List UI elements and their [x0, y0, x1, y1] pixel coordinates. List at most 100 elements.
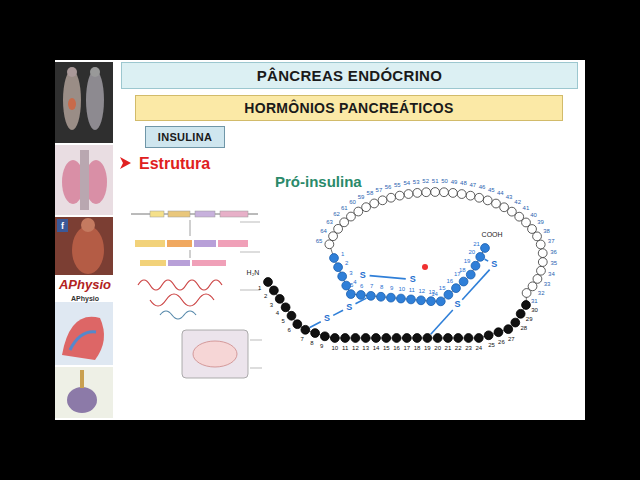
b-chain-residue	[402, 334, 411, 343]
residue-number: 1	[258, 285, 261, 291]
a-chain-residue	[342, 281, 351, 290]
side-images	[55, 62, 113, 418]
b-chain-residue	[351, 334, 360, 343]
residue-number: 15	[383, 345, 390, 351]
residue-number: 30	[531, 307, 538, 313]
residue-number: 52	[422, 178, 429, 184]
duct	[80, 370, 84, 388]
a-chain-residue	[407, 295, 416, 304]
residue-number: 62	[333, 211, 340, 217]
residue-number: 15	[439, 285, 446, 291]
disulfide-bond	[333, 310, 343, 315]
c-peptide-residue	[413, 188, 422, 197]
gland-image	[55, 367, 113, 418]
c-peptide-residue	[507, 207, 516, 216]
residue-number: 3	[270, 302, 273, 308]
residue-number: 4	[276, 310, 279, 316]
terminus-label: H₂N	[247, 269, 260, 276]
residue-number: 54	[403, 180, 410, 186]
residue-number: 55	[394, 182, 401, 188]
c-peptide-residue	[533, 275, 542, 284]
b-chain-residue	[330, 334, 339, 343]
b-chain-residue	[287, 311, 296, 320]
a-chain-residue	[476, 252, 485, 261]
c-peptide-residue	[440, 188, 449, 197]
residue-number: 37	[548, 238, 555, 244]
residue-number: 33	[544, 281, 551, 287]
residue-number: 53	[413, 179, 420, 185]
residue-number: 4	[353, 279, 356, 285]
body-figure	[72, 226, 104, 274]
residue-number: 23	[465, 345, 472, 351]
residue-number: 47	[469, 182, 476, 188]
disulfide-bond	[310, 322, 321, 328]
c-peptide-residue	[362, 203, 371, 212]
terminus-label: COOH	[482, 231, 503, 238]
residue-number: 24	[475, 345, 482, 351]
anatomy-image	[55, 62, 113, 143]
residue-number: 28	[521, 325, 528, 331]
social-icon	[57, 219, 68, 232]
a-chain-residue	[387, 293, 396, 302]
a-chain-residue	[444, 290, 453, 299]
residue-number: 32	[538, 290, 545, 296]
disulfide-bond	[485, 259, 489, 261]
c-peptide-residue	[483, 196, 492, 205]
residue-number: 25	[488, 342, 495, 348]
residue-number: 16	[393, 345, 400, 351]
residue-number: 65	[316, 238, 323, 244]
residue-number: 43	[506, 194, 513, 200]
residue-number: 19	[424, 345, 431, 351]
residue-number: 40	[530, 212, 537, 218]
residue-number: 50	[441, 178, 448, 184]
c-peptide-residue	[422, 188, 431, 197]
a-chain-residue	[459, 277, 468, 286]
organ	[68, 98, 76, 110]
b-chain-residue	[522, 301, 531, 310]
residue-number: 18	[459, 267, 466, 273]
residue-number: 21	[445, 345, 452, 351]
b-chain-residue	[444, 334, 453, 343]
residue-number: 36	[550, 249, 557, 255]
c-peptide-residue	[537, 266, 546, 275]
residue-number: 6	[287, 327, 290, 333]
disulfide-bond	[431, 310, 453, 334]
b-chain-residue	[423, 334, 432, 343]
residue-number: 29	[526, 316, 533, 322]
residue-number: 34	[548, 271, 555, 277]
b-chain-residue	[341, 334, 350, 343]
disulfide-label: S	[410, 275, 416, 284]
b-chain-residue	[361, 334, 370, 343]
residue-number: 26	[498, 339, 505, 345]
residue-number: 41	[523, 205, 530, 211]
disulfide-label: S	[455, 300, 461, 309]
body-image	[55, 217, 113, 275]
b-chain-residue	[311, 329, 320, 338]
a-chain-residue	[471, 261, 480, 270]
c-peptide-residue	[538, 258, 547, 267]
topic-box: INSULINA	[145, 126, 225, 148]
laser-pointer	[422, 264, 428, 270]
a-chain-residue	[366, 291, 375, 300]
c-peptide-residue	[329, 232, 338, 241]
disulfide-label: S	[324, 314, 330, 323]
social-icon-letter: f	[61, 222, 64, 231]
c-peptide-residue	[387, 193, 396, 202]
bullet-arrow	[120, 157, 131, 169]
disulfide-label: S	[491, 260, 497, 269]
organ-shape	[62, 317, 104, 360]
residue-number: 7	[370, 283, 373, 289]
c-peptide-residue	[492, 199, 501, 208]
residue-number: 44	[497, 190, 504, 196]
b-chain-residue	[372, 334, 381, 343]
c-peptide-residue	[475, 193, 484, 202]
residue-number: 9	[390, 285, 393, 291]
a-chain-residue	[452, 284, 461, 293]
residue-number: 42	[514, 199, 521, 205]
residue-number: 63	[326, 219, 333, 225]
a-chain-residue	[417, 296, 426, 305]
residue-number: 64	[320, 228, 327, 234]
title-band: HORMÔNIOS PANCREÁTICOS	[135, 95, 563, 121]
disulfide-label: S	[346, 303, 352, 312]
